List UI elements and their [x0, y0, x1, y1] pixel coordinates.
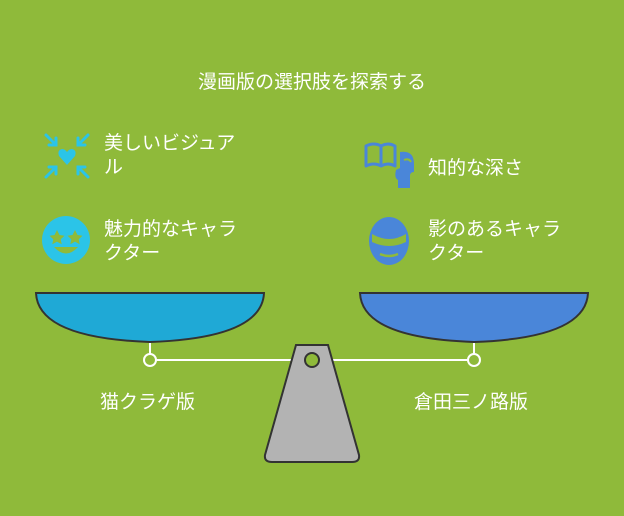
right-feature-2-label: 影のあるキャラクター [428, 218, 562, 264]
star-eyes-face-icon [42, 216, 90, 264]
pivot [304, 352, 320, 368]
right-joint [467, 353, 481, 367]
scale-stand [263, 344, 361, 463]
left-joint [143, 353, 157, 367]
right-option-name: 倉田三ノ路版 [414, 391, 529, 413]
left-option-name: 猫クラゲ版 [100, 391, 196, 413]
book-head-icon [364, 142, 414, 188]
focus-arrows-icon [44, 133, 90, 179]
right-feature-1-label: 知的な深さ [428, 157, 524, 179]
left-feature-1-label: 美しいビジュアル [104, 132, 236, 178]
diagram-title: 漫画版の選択肢を探索する [197, 71, 426, 93]
right-pan [358, 292, 590, 344]
left-pan [34, 292, 266, 344]
left-feature-2-label: 魅力的なキャラクター [104, 218, 238, 264]
masked-face-icon [369, 217, 409, 265]
